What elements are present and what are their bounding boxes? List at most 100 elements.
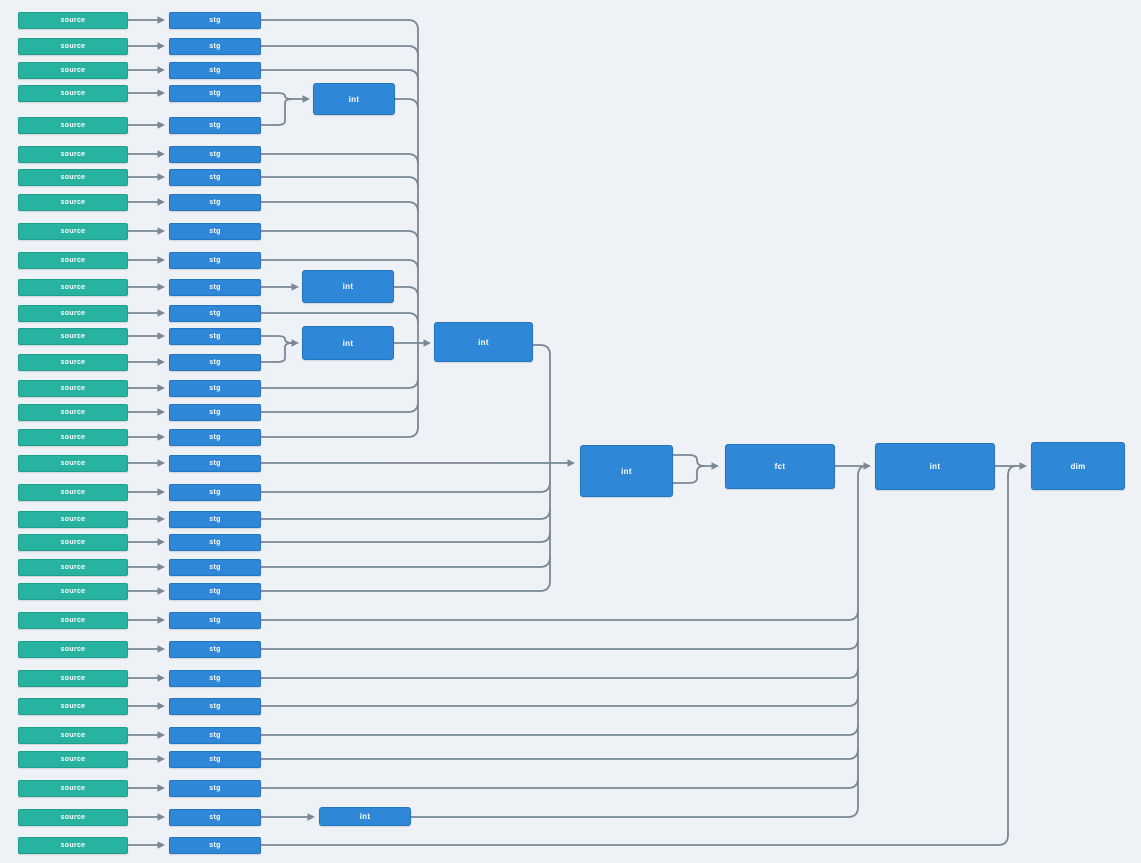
source-27[interactable]: source bbox=[18, 697, 128, 715]
stg-3[interactable]: stg bbox=[169, 61, 261, 79]
int-1[interactable]: int bbox=[313, 83, 395, 115]
node-label: stg bbox=[209, 755, 221, 763]
stg-24[interactable]: stg bbox=[169, 611, 261, 629]
stg-19[interactable]: stg bbox=[169, 483, 261, 501]
node-label: source bbox=[60, 813, 86, 821]
stg-10[interactable]: stg bbox=[169, 251, 261, 269]
node-label: source bbox=[60, 358, 86, 366]
source-1[interactable]: source bbox=[18, 11, 128, 29]
source-24[interactable]: source bbox=[18, 611, 128, 629]
stg-9[interactable]: stg bbox=[169, 222, 261, 240]
source-18[interactable]: source bbox=[18, 454, 128, 472]
stg-4[interactable]: stg bbox=[169, 84, 261, 102]
stg-29[interactable]: stg bbox=[169, 750, 261, 768]
arrowhead bbox=[157, 384, 165, 392]
stg-5[interactable]: stg bbox=[169, 116, 261, 134]
stg-32[interactable]: stg bbox=[169, 836, 261, 854]
int-7[interactable]: int bbox=[319, 807, 411, 826]
node-label: source bbox=[60, 755, 86, 763]
node-label: source bbox=[60, 42, 86, 50]
int-6[interactable]: int bbox=[875, 443, 995, 490]
stg-22[interactable]: stg bbox=[169, 558, 261, 576]
stg-2[interactable]: stg bbox=[169, 37, 261, 55]
stg-25[interactable]: stg bbox=[169, 640, 261, 658]
source-8[interactable]: source bbox=[18, 193, 128, 211]
arrowhead bbox=[157, 150, 165, 158]
stg-28[interactable]: stg bbox=[169, 726, 261, 744]
source-20[interactable]: source bbox=[18, 510, 128, 528]
source-10[interactable]: source bbox=[18, 251, 128, 269]
source-5[interactable]: source bbox=[18, 116, 128, 134]
source-11[interactable]: source bbox=[18, 278, 128, 296]
stg-13[interactable]: stg bbox=[169, 327, 261, 345]
source-12[interactable]: source bbox=[18, 304, 128, 322]
source-2[interactable]: source bbox=[18, 37, 128, 55]
source-28[interactable]: source bbox=[18, 726, 128, 744]
stg-21[interactable]: stg bbox=[169, 533, 261, 551]
arrowhead bbox=[157, 227, 165, 235]
int-4[interactable]: int bbox=[434, 322, 533, 362]
arrowhead bbox=[291, 339, 299, 347]
node-label: source bbox=[60, 332, 86, 340]
source-9[interactable]: source bbox=[18, 222, 128, 240]
source-16[interactable]: source bbox=[18, 403, 128, 421]
node-label: stg bbox=[209, 256, 221, 264]
stg-17[interactable]: stg bbox=[169, 428, 261, 446]
source-29[interactable]: source bbox=[18, 750, 128, 768]
source-13[interactable]: source bbox=[18, 327, 128, 345]
stg-11[interactable]: stg bbox=[169, 278, 261, 296]
arrowhead bbox=[1019, 462, 1027, 470]
source-19[interactable]: source bbox=[18, 483, 128, 501]
arrowhead bbox=[157, 755, 165, 763]
edge bbox=[260, 777, 859, 789]
stg-12[interactable]: stg bbox=[169, 304, 261, 322]
stg-15[interactable]: stg bbox=[169, 379, 261, 397]
source-17[interactable]: source bbox=[18, 428, 128, 446]
stg-26[interactable]: stg bbox=[169, 669, 261, 687]
node-label: source bbox=[60, 173, 86, 181]
dim-1[interactable]: dim bbox=[1031, 442, 1125, 490]
source-26[interactable]: source bbox=[18, 669, 128, 687]
node-label: source bbox=[60, 408, 86, 416]
stg-14[interactable]: stg bbox=[169, 353, 261, 371]
stg-27[interactable]: stg bbox=[169, 697, 261, 715]
edge bbox=[1007, 465, 1017, 477]
source-30[interactable]: source bbox=[18, 779, 128, 797]
stg-8[interactable]: stg bbox=[169, 193, 261, 211]
source-22[interactable]: source bbox=[18, 558, 128, 576]
stg-18[interactable]: stg bbox=[169, 454, 261, 472]
stg-31[interactable]: stg bbox=[169, 808, 261, 826]
source-3[interactable]: source bbox=[18, 61, 128, 79]
stg-20[interactable]: stg bbox=[169, 510, 261, 528]
node-label: source bbox=[60, 488, 86, 496]
stg-16[interactable]: stg bbox=[169, 403, 261, 421]
node-label: stg bbox=[209, 89, 221, 97]
edge bbox=[260, 556, 551, 568]
node-label: int bbox=[348, 94, 360, 104]
node-label: stg bbox=[209, 384, 221, 392]
stg-6[interactable]: stg bbox=[169, 145, 261, 163]
arrowhead bbox=[157, 66, 165, 74]
source-32[interactable]: source bbox=[18, 836, 128, 854]
source-21[interactable]: source bbox=[18, 533, 128, 551]
source-25[interactable]: source bbox=[18, 640, 128, 658]
int-2[interactable]: int bbox=[302, 270, 394, 303]
stg-23[interactable]: stg bbox=[169, 582, 261, 600]
source-4[interactable]: source bbox=[18, 84, 128, 102]
fct-1[interactable]: fct bbox=[725, 444, 835, 489]
source-6[interactable]: source bbox=[18, 145, 128, 163]
stg-30[interactable]: stg bbox=[169, 779, 261, 797]
source-31[interactable]: source bbox=[18, 808, 128, 826]
int-3[interactable]: int bbox=[302, 326, 394, 360]
stg-1[interactable]: stg bbox=[169, 11, 261, 29]
stg-7[interactable]: stg bbox=[169, 168, 261, 186]
source-7[interactable]: source bbox=[18, 168, 128, 186]
node-label: dim bbox=[1070, 461, 1086, 471]
int-5[interactable]: int bbox=[580, 445, 673, 497]
source-23[interactable]: source bbox=[18, 582, 128, 600]
node-label: int bbox=[929, 462, 941, 471]
node-label: stg bbox=[209, 433, 221, 441]
source-15[interactable]: source bbox=[18, 379, 128, 397]
source-14[interactable]: source bbox=[18, 353, 128, 371]
